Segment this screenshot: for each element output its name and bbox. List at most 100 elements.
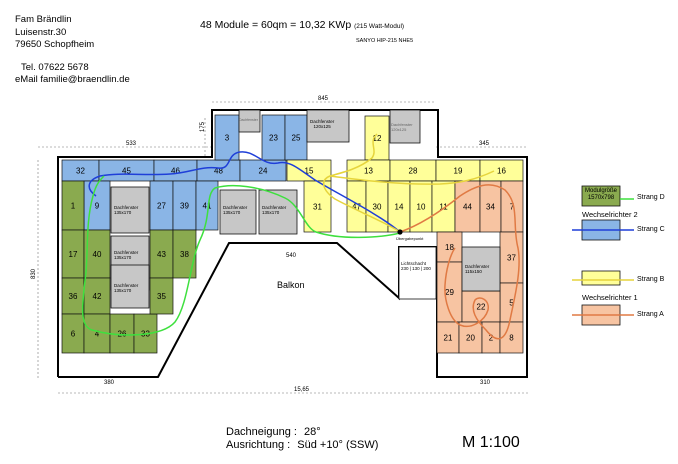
skylight-right bbox=[461, 246, 501, 292]
module-number-16: 16 bbox=[497, 167, 506, 176]
module-number-27: 27 bbox=[157, 202, 166, 211]
title-note: (215 Watt-Modul) bbox=[354, 23, 405, 30]
module-number-32: 32 bbox=[76, 167, 85, 176]
module-number-9: 9 bbox=[95, 202, 100, 211]
page-title: 48 Module = 60qm = 10,32 KWp (215 Watt-M… bbox=[200, 19, 404, 31]
module-number-43: 43 bbox=[157, 250, 166, 259]
module-number-35: 35 bbox=[157, 292, 166, 301]
dim-top-left: 533 bbox=[126, 141, 137, 147]
string-c-wire bbox=[88, 151, 401, 233]
module-number-34: 34 bbox=[486, 203, 495, 212]
dachneigung-label: Dachneigung : bbox=[226, 426, 297, 438]
module-number-17: 17 bbox=[69, 250, 78, 259]
dim-top-middle: 845 bbox=[318, 96, 329, 102]
module-35 bbox=[149, 277, 174, 315]
title-main: 48 Module = 60qm = 10,32 KWp bbox=[200, 19, 352, 31]
module-number-31: 31 bbox=[313, 203, 322, 212]
module-type: SANYO HIP-215 NHE5 bbox=[356, 38, 414, 44]
string-b-wire bbox=[323, 133, 495, 233]
module-number-46: 46 bbox=[171, 167, 180, 176]
module-number-28: 28 bbox=[409, 167, 418, 176]
module-number-4: 4 bbox=[95, 330, 100, 339]
string-d-wire bbox=[81, 175, 401, 336]
module-number-48: 48 bbox=[214, 167, 223, 176]
module-number-42: 42 bbox=[93, 292, 102, 301]
module-3 bbox=[214, 114, 240, 161]
skylight-top-120a bbox=[306, 109, 350, 143]
dim-bottom-total: 15,65 bbox=[294, 387, 310, 393]
module-number-38: 38 bbox=[180, 250, 189, 259]
legend-module-size: Modulgröße 1570x798 bbox=[585, 188, 618, 201]
module-number-13: 13 bbox=[364, 167, 373, 176]
dim-top-right: 345 bbox=[479, 141, 490, 147]
ausrichtung-label: Ausrichtung : bbox=[226, 439, 291, 451]
legend-strang-a: Strang A bbox=[637, 311, 664, 318]
email-line: eMail familie@braendlin.de bbox=[15, 74, 130, 85]
ausrichtung-value: Süd +10° (SSW) bbox=[297, 439, 379, 451]
module-number-1: 1 bbox=[71, 202, 76, 211]
legend-yellow-box bbox=[581, 270, 621, 286]
skylight-label-mid-b: Dachfenster 135x170 bbox=[262, 205, 287, 215]
module-number-47: 47 bbox=[352, 203, 361, 212]
address-line-street: Luisenstr.30 bbox=[15, 26, 67, 38]
address-line-city: 79650 Schopfheim bbox=[15, 39, 95, 50]
module-number-11: 11 bbox=[439, 203, 448, 212]
ausrichtung: Ausrichtung : Süd +10° (SSW) bbox=[226, 439, 378, 451]
legend-wechselrichter-1: Wechselrichter 1 bbox=[582, 293, 638, 302]
module-number-45: 45 bbox=[122, 167, 131, 176]
module-number-30: 30 bbox=[373, 203, 382, 212]
dim-bottom-right: 310 bbox=[480, 380, 491, 386]
transfer-point-label: Übergabepunkt bbox=[396, 236, 424, 241]
module-number-6: 6 bbox=[71, 330, 76, 339]
lightwell-label: Lichtschacht 230 | 130 | 200 bbox=[401, 261, 431, 271]
skylight-mid-a bbox=[219, 189, 257, 235]
module-number-20: 20 bbox=[466, 334, 475, 343]
module-42 bbox=[83, 277, 111, 315]
dachneigung: Dachneigung : 28° bbox=[226, 426, 321, 438]
module-number-24: 24 bbox=[259, 167, 268, 176]
skylight-top-120b bbox=[389, 109, 421, 144]
module-number-36: 36 bbox=[69, 292, 78, 301]
module-number-8: 8 bbox=[509, 334, 514, 343]
dachneigung-value: 28° bbox=[304, 426, 321, 438]
skylight-left-a bbox=[110, 186, 150, 234]
legend-strang-b: Strang B bbox=[637, 276, 665, 283]
module-number-41: 41 bbox=[203, 202, 212, 211]
skylight-label-right: Dachfenster 115x150 bbox=[465, 264, 490, 274]
dim-balcony: 540 bbox=[286, 253, 297, 259]
skylight-left-c bbox=[110, 264, 150, 309]
module-number-37: 37 bbox=[507, 254, 516, 263]
module-number-39: 39 bbox=[180, 202, 189, 211]
module-number-14: 14 bbox=[395, 203, 404, 212]
skylight-label-left-a: Dachfenster 135x170 bbox=[114, 205, 139, 215]
tel-line: Tel. 07622 5678 bbox=[21, 62, 89, 73]
legend-strang-d: Strang D bbox=[637, 194, 665, 201]
module-number-44: 44 bbox=[463, 203, 472, 212]
skylight-mid-b bbox=[258, 189, 298, 235]
address-block: Fam Brändlin Luisenstr.30 79650 Schopfhe… bbox=[15, 14, 94, 52]
module-12 bbox=[364, 115, 390, 161]
module-26 bbox=[109, 313, 135, 354]
legend-wechselrichter-2: Wechselrichter 2 bbox=[582, 210, 638, 219]
module-number-18: 18 bbox=[445, 243, 454, 252]
skylight-label-top: Dachfenster bbox=[239, 118, 258, 122]
skylight-label-120b: Dachfenster 120x125 bbox=[391, 122, 413, 132]
skylight-label-left-c: Dachfenster 135x170 bbox=[114, 283, 139, 293]
module-number-2: 2 bbox=[489, 334, 494, 343]
module-number-40: 40 bbox=[93, 250, 102, 259]
balkon-label: Balkon bbox=[277, 280, 305, 290]
module-number-22: 22 bbox=[477, 303, 486, 312]
module-number-19: 19 bbox=[454, 167, 463, 176]
dim-notch: 175 bbox=[200, 121, 207, 133]
module-41 bbox=[195, 180, 219, 231]
module-number-5: 5 bbox=[509, 299, 514, 308]
module-44 bbox=[454, 180, 481, 233]
module-number-25: 25 bbox=[292, 134, 301, 143]
module-number-23: 23 bbox=[269, 134, 278, 143]
module-number-29: 29 bbox=[445, 288, 454, 297]
module-number-21: 21 bbox=[444, 334, 453, 343]
module-40 bbox=[83, 229, 111, 279]
module-number-7: 7 bbox=[510, 203, 515, 212]
module-8 bbox=[499, 321, 524, 354]
string-a-wire bbox=[399, 184, 520, 340]
